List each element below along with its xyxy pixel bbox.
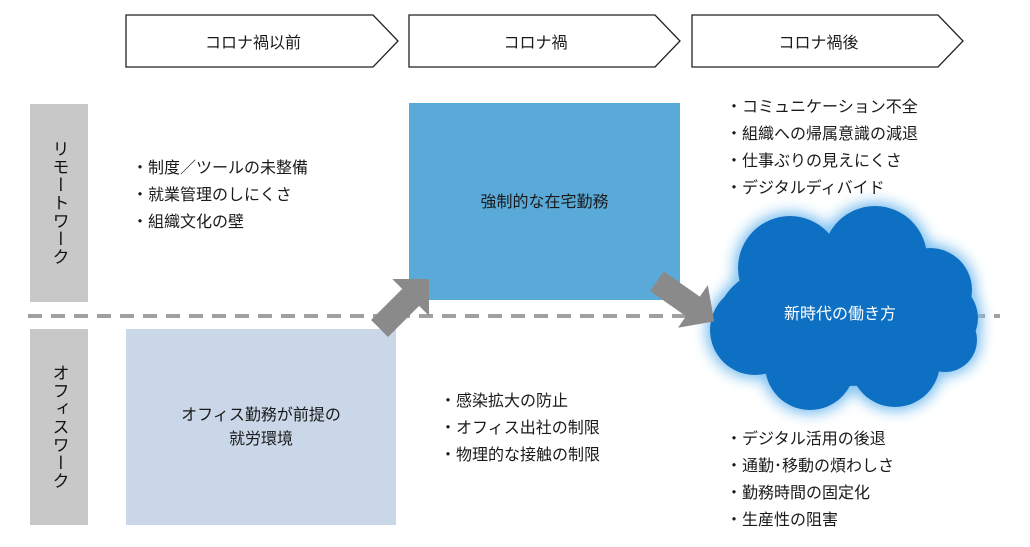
phase-label-post: コロナ禍後 <box>778 33 859 52</box>
list-item: 生産性の阻害 <box>726 506 894 533</box>
phase-chevron-3 <box>691 14 964 68</box>
row-label-office: オフィスワーク <box>30 329 88 525</box>
list-item: 感染拡大の防止 <box>440 387 600 414</box>
arrow-down-right <box>649 271 715 328</box>
list-item: 組織への帰属意識の減退 <box>726 120 918 147</box>
cloud-label: 新時代の働き方 <box>783 304 896 323</box>
office-covid-issues-list: 感染拡大の防止 オフィス出社の制限 物理的な接触の制限 <box>440 387 600 468</box>
remote-pre-issues-list: 制度／ツールの未整備 就業管理のしにくさ 組織文化の壁 <box>132 154 308 235</box>
phase-chevron-1 <box>125 14 399 68</box>
remote-covid-box: 強制的な在宅勤務 <box>409 103 680 300</box>
list-item: デジタルディバイド <box>726 174 918 201</box>
row-label-remote-text: リモートワーク <box>48 140 69 266</box>
post-remote-issues-list: コミュニケーション不全 組織への帰属意識の減退 仕事ぶりの見えにくさ デジタルデ… <box>726 93 918 201</box>
list-item: オフィス出社の制限 <box>440 414 600 441</box>
list-item: 勤務時間の固定化 <box>726 479 894 506</box>
list-item: 組織文化の壁 <box>132 208 308 235</box>
phase-label-pre: コロナ禍以前 <box>204 33 301 52</box>
post-office-issues-list: デジタル活用の後退 通勤･移動の煩わしさ 勤務時間の固定化 生産性の阻害 <box>726 425 894 533</box>
list-item: 通勤･移動の煩わしさ <box>726 452 894 479</box>
cloud-shape <box>710 206 978 410</box>
office-pre-box: オフィス勤務が前提の 就労環境 <box>126 329 396 525</box>
remote-covid-box-text: 強制的な在宅勤務 <box>480 191 609 211</box>
row-label-office-text: オフィスワーク <box>48 364 69 490</box>
row-label-remote: リモートワーク <box>30 104 88 302</box>
list-item: コミュニケーション不全 <box>726 93 918 120</box>
arrow-up-right <box>371 278 430 337</box>
list-item: 仕事ぶりの見えにくさ <box>726 147 918 174</box>
phase-label-covid: コロナ禍 <box>503 33 568 52</box>
list-item: 物理的な接触の制限 <box>440 441 600 468</box>
office-pre-box-text: オフィス勤務が前提の 就労環境 <box>181 405 341 448</box>
list-item: デジタル活用の後退 <box>726 425 894 452</box>
phase-chevron-2 <box>408 14 681 68</box>
list-item: 制度／ツールの未整備 <box>132 154 308 181</box>
list-item: 就業管理のしにくさ <box>132 181 308 208</box>
